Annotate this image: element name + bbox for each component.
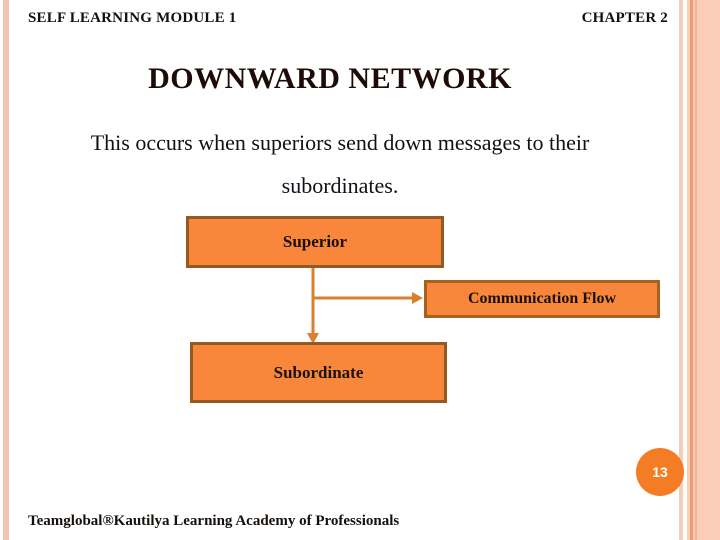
communication-flow-label: Communication Flow — [468, 290, 616, 307]
module-label: SELF LEARNING MODULE 1 — [28, 10, 237, 26]
right-arrowhead-icon — [412, 292, 423, 304]
right-edge-stripe-line — [690, 0, 693, 540]
page-number-badge: 13 — [636, 448, 684, 496]
body-text-line-1: This occurs when superiors send down mes… — [90, 130, 590, 155]
header-row: SELF LEARNING MODULE 1 CHAPTER 2 — [28, 10, 668, 27]
slide-title: DOWNWARD NETWORK — [148, 62, 512, 95]
right-edge-stripe-line-2 — [695, 0, 697, 540]
footer-text: Teamglobal®Kautilya Learning Academy of … — [28, 513, 400, 529]
right-edge-stripe-thin — [679, 0, 683, 540]
down-arrowhead-icon — [307, 333, 319, 344]
subordinate-box: Subordinate — [190, 342, 447, 403]
superior-box: Superior — [186, 216, 444, 268]
subordinate-box-label: Subordinate — [273, 362, 364, 382]
communication-flow-box: Communication Flow — [424, 280, 660, 318]
flow-connector-arrows — [307, 268, 423, 344]
body-text-line-2: subordinates. — [281, 173, 399, 198]
superior-box-label: Superior — [282, 232, 348, 251]
page-number: 13 — [652, 464, 668, 480]
left-edge-stripe — [3, 0, 9, 540]
chapter-label: CHAPTER 2 — [581, 10, 668, 26]
